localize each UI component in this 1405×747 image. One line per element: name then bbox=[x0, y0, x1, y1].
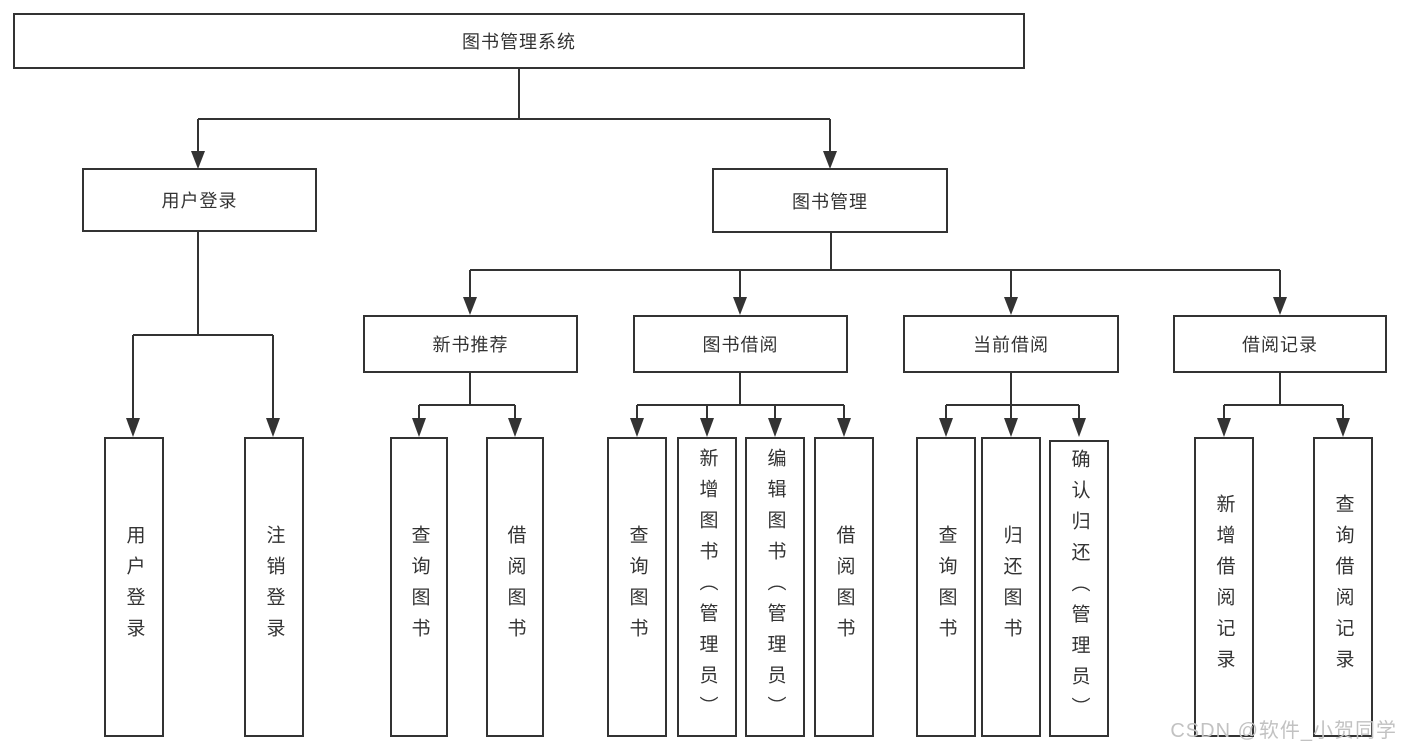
connector-root-to-level2 bbox=[197, 69, 831, 152]
leaf-br-add-record: 新增借阅记录 bbox=[1194, 437, 1254, 737]
node-borrow-records: 借阅记录 bbox=[1173, 315, 1387, 373]
node-book-management: 图书管理 bbox=[712, 168, 948, 233]
connector-book-mgmt-children bbox=[469, 233, 1281, 298]
arrowhead-down bbox=[508, 418, 522, 437]
arrowhead-down bbox=[1072, 418, 1086, 437]
arrowhead-down bbox=[126, 418, 140, 437]
node-root-library-management-system: 图书管理系统 bbox=[13, 13, 1025, 69]
arrowhead-down bbox=[1004, 418, 1018, 437]
connector-new-book-children bbox=[418, 373, 516, 420]
leaf-nbr-borrow-book: 借阅图书 bbox=[486, 437, 544, 737]
node-book-borrow: 图书借阅 bbox=[633, 315, 848, 373]
arrowhead-down bbox=[1004, 297, 1018, 315]
arrowhead-down bbox=[463, 297, 477, 315]
arrowhead-down bbox=[1273, 297, 1287, 315]
arrowhead-down bbox=[768, 418, 782, 437]
arrowhead-down bbox=[733, 297, 747, 315]
arrowhead-down bbox=[412, 418, 426, 437]
leaf-bb-query-book: 查询图书 bbox=[607, 437, 667, 737]
connector-user-login-children bbox=[132, 232, 274, 420]
arrowhead-down bbox=[1217, 418, 1231, 437]
connector-borrow-records-children bbox=[1223, 373, 1344, 420]
arrowhead-down bbox=[1336, 418, 1350, 437]
node-user-login: 用户登录 bbox=[82, 168, 317, 232]
node-current-borrow: 当前借阅 bbox=[903, 315, 1119, 373]
arrowhead-down bbox=[939, 418, 953, 437]
leaf-cb-confirm-return-admin: 确认归还（管理员） bbox=[1049, 440, 1109, 737]
connector-book-borrow-children bbox=[636, 373, 845, 420]
arrowhead-down bbox=[823, 151, 837, 169]
leaf-cb-return-book: 归还图书 bbox=[981, 437, 1041, 737]
leaf-br-query-record: 查询借阅记录 bbox=[1313, 437, 1373, 737]
leaf-logout: 注销登录 bbox=[244, 437, 304, 737]
leaf-bb-borrow-book: 借阅图书 bbox=[814, 437, 874, 737]
leaf-bb-edit-book-admin: 编辑图书（管理员） bbox=[745, 437, 805, 737]
arrowhead-down bbox=[191, 151, 205, 169]
arrowhead-down bbox=[700, 418, 714, 437]
arrowhead-down bbox=[837, 418, 851, 437]
arrowhead-down bbox=[630, 418, 644, 437]
csdn-watermark: CSDN @软件_小贺同学 bbox=[1170, 720, 1397, 742]
leaf-user-login: 用户登录 bbox=[104, 437, 164, 737]
leaf-nbr-query-book: 查询图书 bbox=[390, 437, 448, 737]
connector-current-borrow-children bbox=[945, 373, 1080, 420]
node-new-book-recommend: 新书推荐 bbox=[363, 315, 578, 373]
arrowhead-down bbox=[266, 418, 280, 437]
leaf-bb-add-book-admin: 新增图书（管理员） bbox=[677, 437, 737, 737]
leaf-cb-query-book: 查询图书 bbox=[916, 437, 976, 737]
